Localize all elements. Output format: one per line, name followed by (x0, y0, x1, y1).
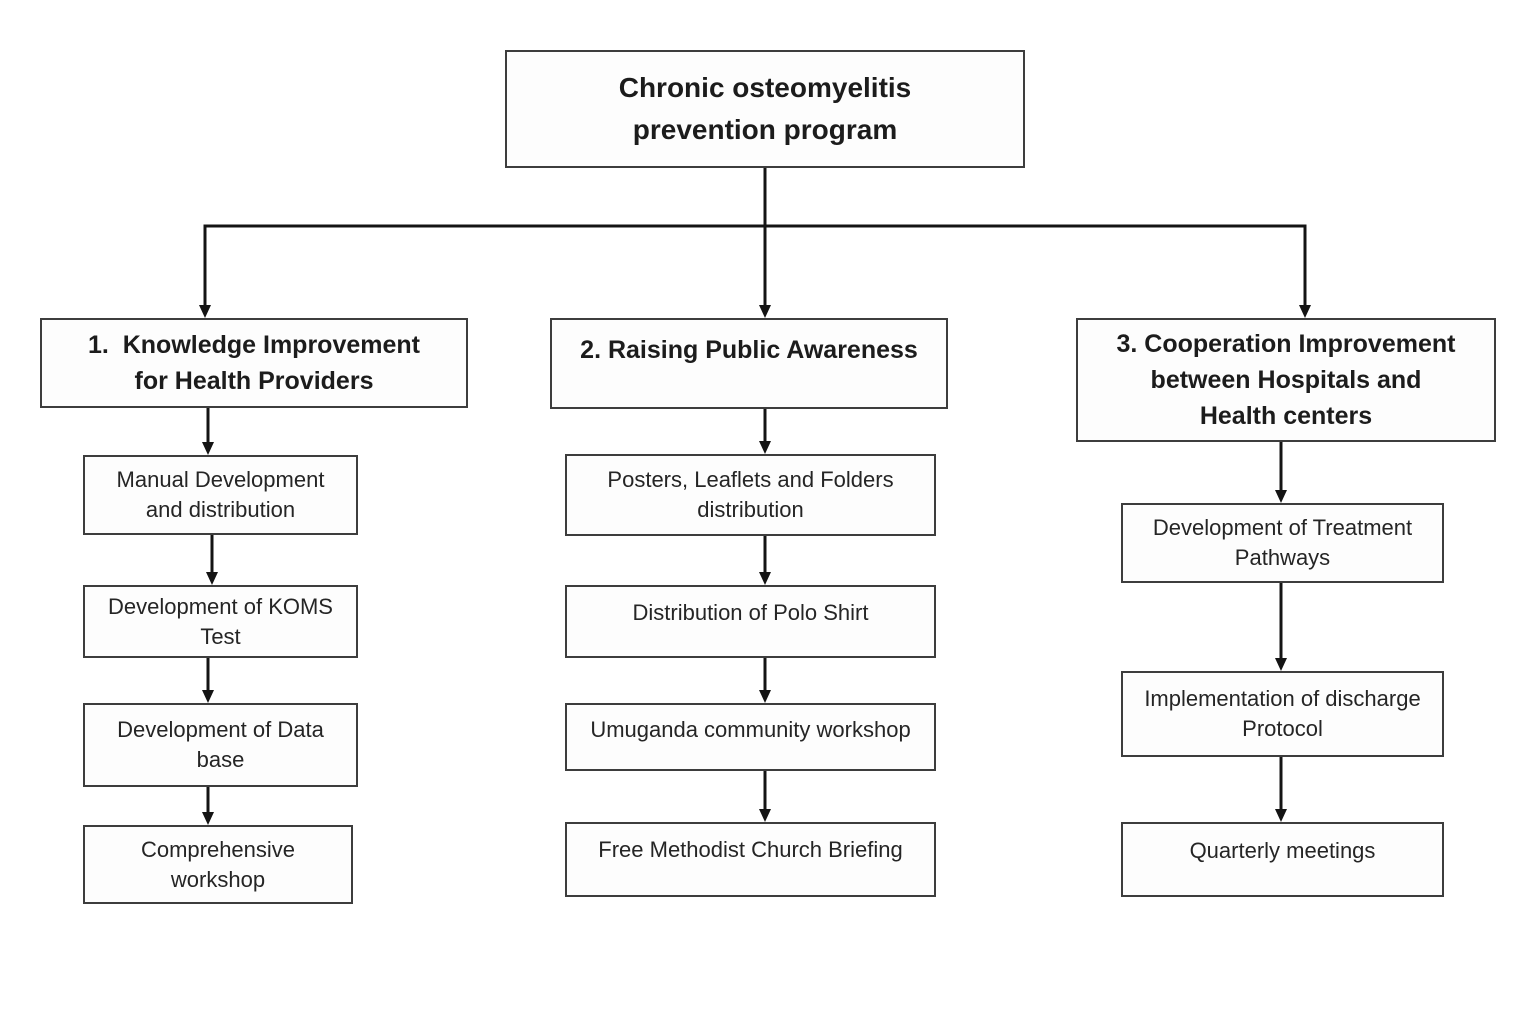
task-node-label: Posters, Leaflets and Folders distributi… (607, 467, 894, 522)
task-node-comprehensive-workshop: Comprehensive workshop (83, 825, 353, 904)
branch-node-raising-public-awareness: 2. Raising Public Awareness (550, 318, 948, 409)
task-node-label: Comprehensive workshop (140, 836, 296, 892)
task-node-umuganda-workshop: Umuganda community workshop (565, 703, 936, 771)
task-node-label: Distribution of Polo Shirt (632, 600, 869, 625)
task-node-church-briefing: Free Methodist Church Briefing (565, 822, 936, 897)
task-node-quarterly-meetings: Quarterly meetings (1121, 822, 1444, 897)
branch-node-knowledge-improvement: 1. Knowledge Improvement for Health Prov… (40, 318, 468, 408)
task-node-label: Development of Data base (117, 717, 324, 772)
task-node-discharge-protocol: Implementation of discharge Protocol (1121, 671, 1444, 757)
task-node-polo-shirt: Distribution of Polo Shirt (565, 585, 936, 658)
title-node-label: Chronic osteomyelitis prevention program (618, 72, 912, 145)
title-node: Chronic osteomyelitis prevention program (505, 50, 1025, 168)
branch-node-cooperation-improvement: 3. Cooperation Improvement between Hospi… (1076, 318, 1496, 442)
branch-node-label: 3. Cooperation Improvement between Hospi… (1116, 329, 1456, 431)
task-node-label: Quarterly meetings (1189, 838, 1376, 863)
task-node-label: Umuganda community workshop (590, 717, 911, 742)
task-node-manual-development: Manual Development and distribution (83, 455, 358, 535)
task-node-treatment-pathways: Development of Treatment Pathways (1121, 503, 1444, 583)
branch-node-label: 1. Knowledge Improvement for Health Prov… (87, 330, 420, 395)
task-node-label: Development of Treatment Pathways (1152, 515, 1413, 570)
task-node-label: Manual Development and distribution (116, 467, 325, 522)
task-node-koms-test: Development of KOMS Test (83, 585, 358, 658)
task-node-posters-leaflets: Posters, Leaflets and Folders distributi… (565, 454, 936, 536)
task-node-label: Development of KOMS Test (108, 593, 333, 649)
task-node-label: Free Methodist Church Briefing (598, 837, 903, 862)
branch-node-label: 2. Raising Public Awareness (580, 336, 918, 364)
task-node-database: Development of Data base (83, 703, 358, 787)
task-node-label: Implementation of discharge Protocol (1144, 686, 1421, 741)
